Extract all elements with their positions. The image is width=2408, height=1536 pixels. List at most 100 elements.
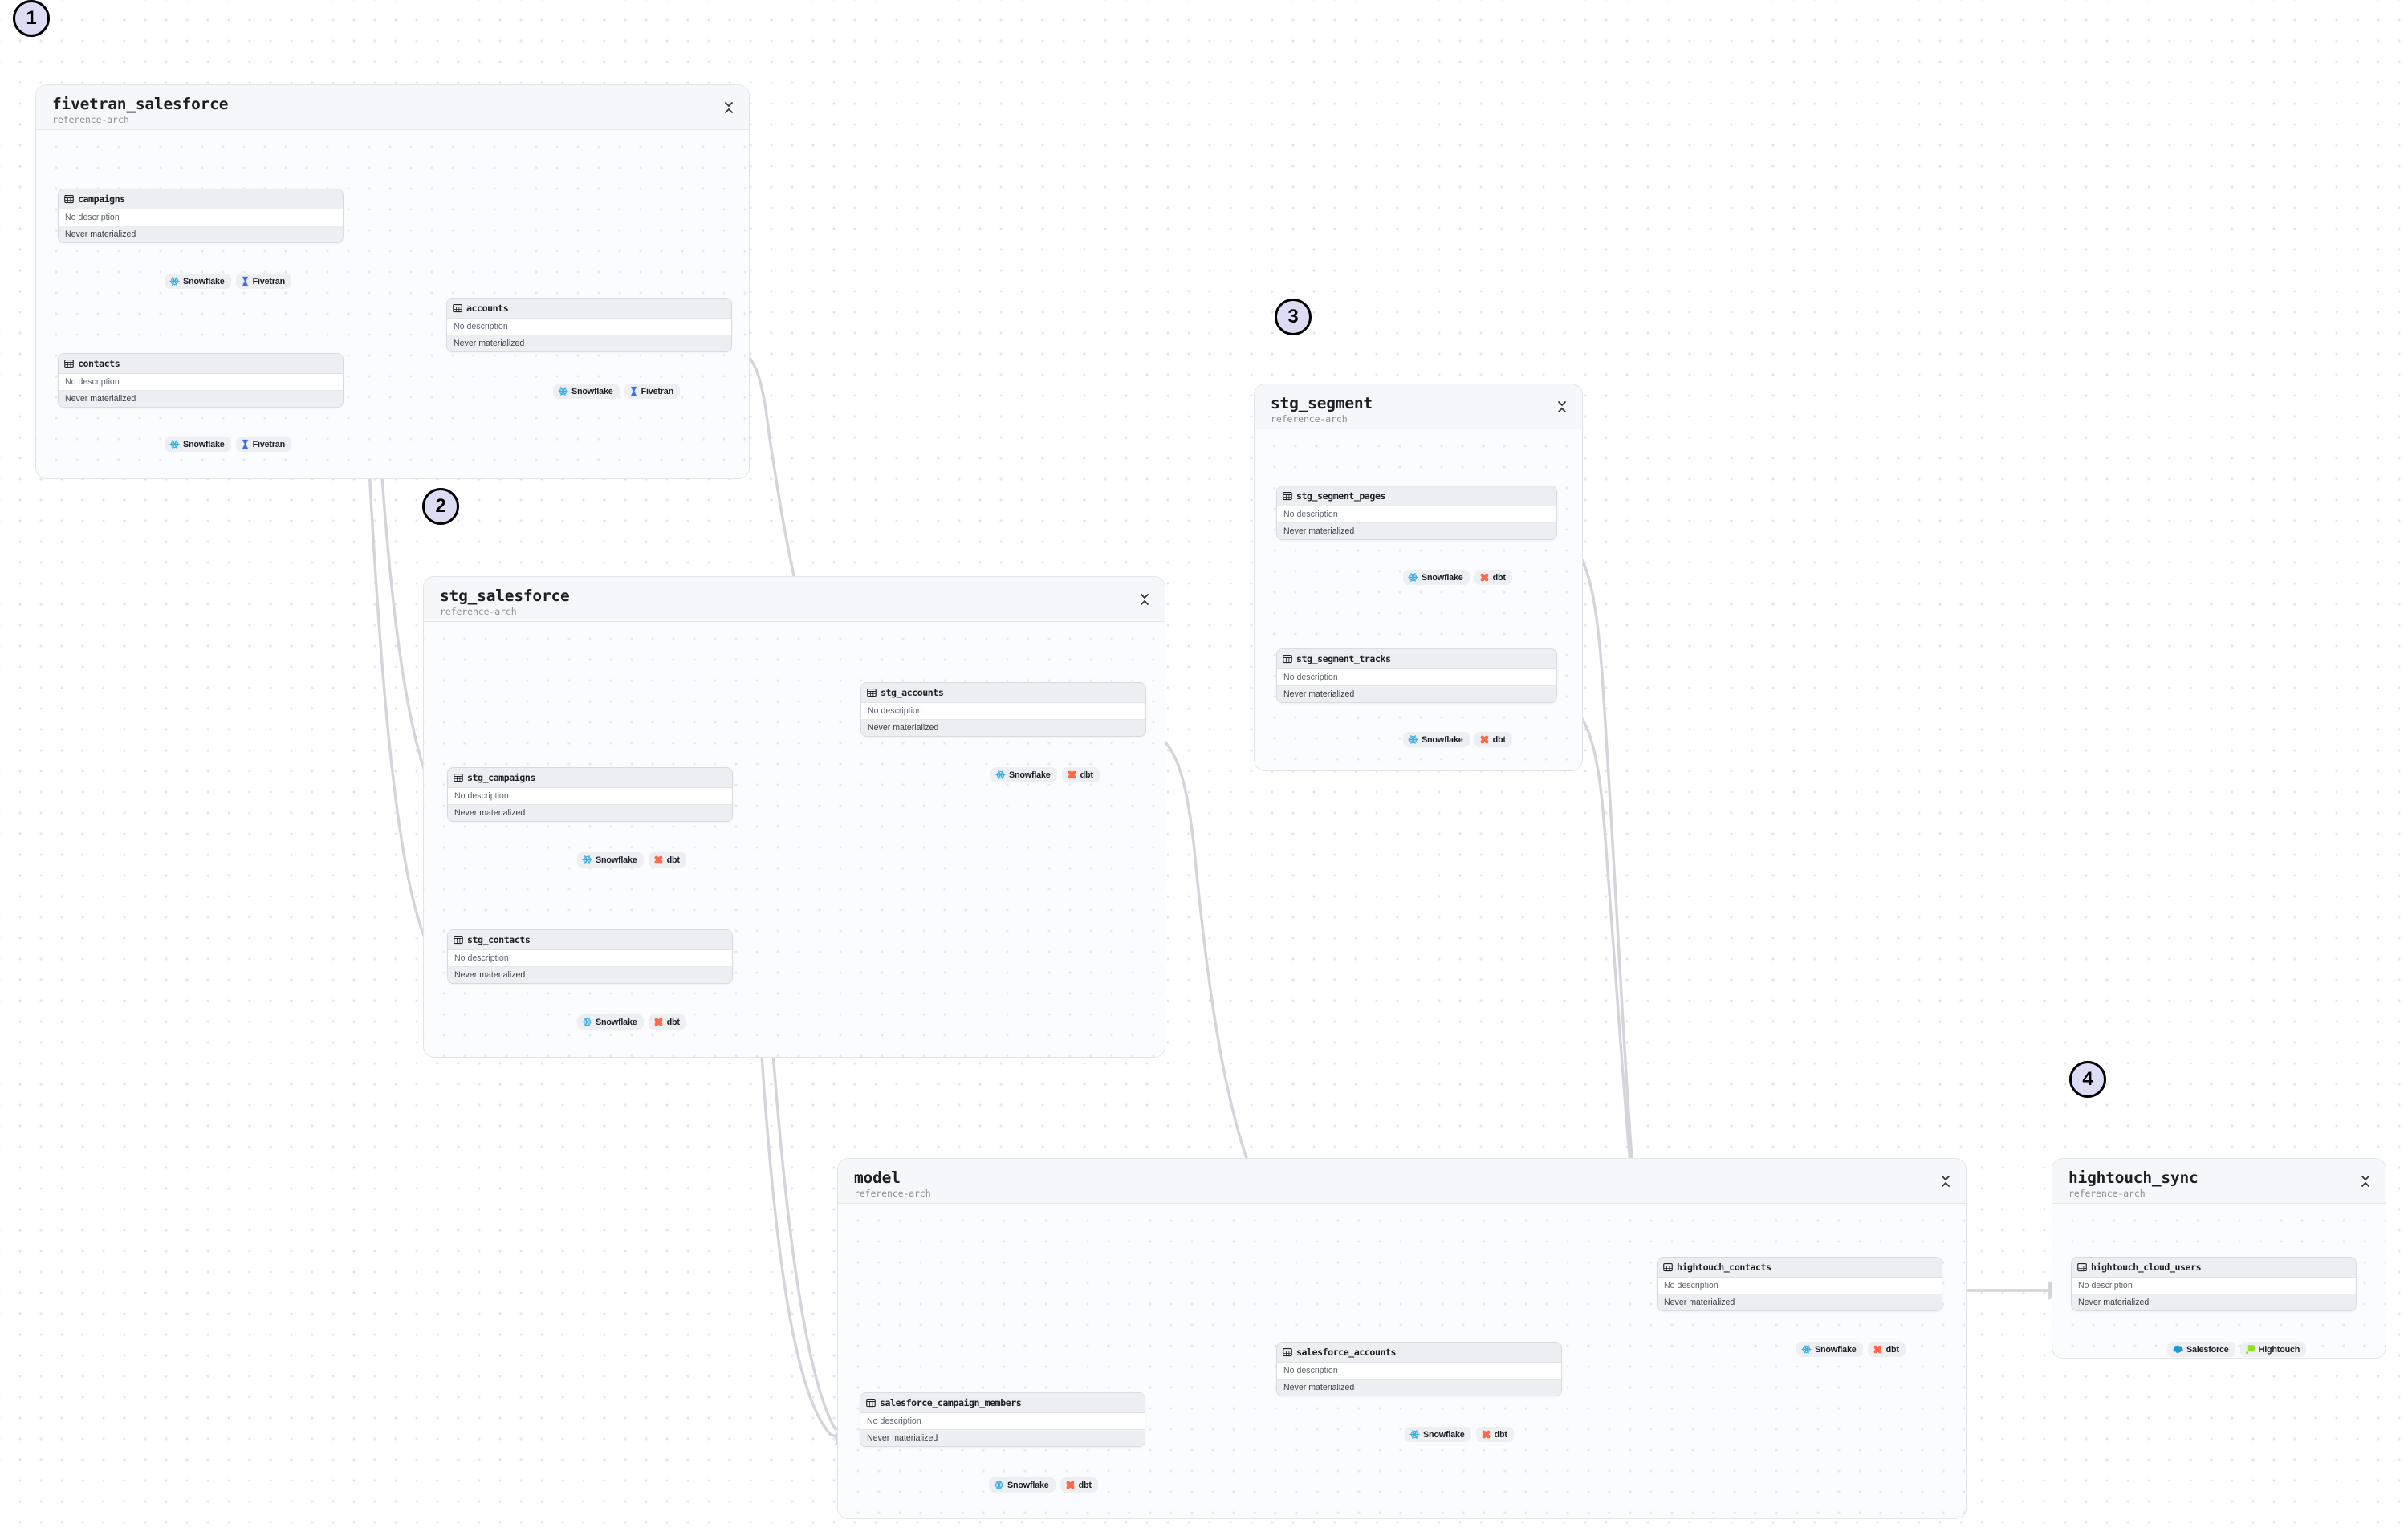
badge-label: Hightouch (2258, 1344, 2300, 1355)
table-icon (866, 1398, 876, 1408)
badge-dbt[interactable]: dbt (1475, 1427, 1514, 1442)
dbt-icon (1066, 1481, 1075, 1489)
dbt-icon (1482, 1430, 1491, 1439)
badge-hightouch[interactable]: Hightouch (2239, 1342, 2307, 1357)
badges-stg_campaigns: Snowflake dbt (577, 852, 686, 868)
badge-snowflake[interactable]: Snowflake (990, 767, 1057, 782)
badge-snowflake[interactable]: Snowflake (577, 1014, 644, 1030)
badge-salesforce[interactable]: Salesforce (2167, 1342, 2235, 1357)
badge-dbt[interactable]: dbt (648, 852, 686, 868)
group-subtitle: reference-arch (2068, 1188, 2146, 1200)
badge-label: dbt (1080, 770, 1093, 780)
badge-dbt[interactable]: dbt (1061, 767, 1100, 782)
node-title: salesforce_accounts (1296, 1347, 1397, 1358)
snowflake-icon (169, 440, 180, 449)
hightouch-icon (2245, 1345, 2255, 1355)
badge-label: dbt (666, 855, 680, 865)
collapse-icon[interactable] (722, 100, 736, 116)
badge-snowflake[interactable]: Snowflake (577, 852, 644, 868)
node-title: contacts (78, 358, 120, 369)
badge-fivetran[interactable]: Fivetran (235, 437, 292, 452)
badge-snowflake[interactable]: Snowflake (1405, 1427, 1471, 1442)
node-title: stg_campaigns (467, 772, 535, 783)
node-materialization: Never materialized (59, 226, 343, 242)
snowflake-icon (1408, 573, 1418, 582)
snowflake-icon (169, 277, 180, 286)
badge-snowflake[interactable]: Snowflake (989, 1477, 1056, 1493)
badges-hightouch_contacts: Snowflake dbt (1796, 1342, 1906, 1357)
badge-label: Snowflake (596, 1017, 637, 1027)
badge-label: dbt (1494, 1429, 1507, 1440)
snowflake-icon (1801, 1345, 1812, 1354)
badges-stg_accounts: Snowflake dbt (990, 767, 1100, 782)
badge-dbt[interactable]: dbt (1474, 732, 1512, 747)
badge-label: dbt (1885, 1344, 1899, 1355)
badges-salesforce_campaign_members: Snowflake dbt (989, 1477, 1098, 1493)
step-marker-1: 1 (13, 0, 50, 37)
badge-label: Snowflake (1422, 572, 1463, 583)
node-header: stg_segment_pages (1277, 486, 1556, 506)
group-title: model (854, 1168, 901, 1187)
badge-snowflake[interactable]: Snowflake (165, 274, 231, 289)
node-description: No description (447, 319, 731, 335)
badge-dbt[interactable]: dbt (1474, 570, 1512, 585)
fivetran-icon (630, 386, 637, 396)
node-header: stg_contacts (448, 930, 732, 950)
collapse-icon[interactable] (2358, 1173, 2373, 1189)
badge-fivetran[interactable]: Fivetran (624, 384, 681, 399)
badge-dbt[interactable]: dbt (1867, 1342, 1906, 1357)
badge-label: Fivetran (641, 386, 674, 396)
badge-snowflake[interactable]: Snowflake (1403, 732, 1470, 747)
snowflake-icon (994, 1481, 1004, 1489)
badge-label: dbt (1492, 572, 1506, 583)
node-materialization: Never materialized (861, 720, 1145, 736)
badge-snowflake[interactable]: Snowflake (1796, 1342, 1863, 1357)
badge-dbt[interactable]: dbt (648, 1014, 686, 1030)
table-icon (64, 194, 74, 204)
node-materialization: Never materialized (1277, 1380, 1561, 1396)
badge-snowflake[interactable]: Snowflake (1403, 570, 1470, 585)
badge-dbt[interactable]: dbt (1060, 1477, 1098, 1493)
badge-snowflake[interactable]: Snowflake (553, 384, 620, 399)
node-materialization: Never materialized (59, 391, 343, 407)
badge-label: Snowflake (183, 276, 225, 286)
dbt-icon (1068, 770, 1076, 779)
badge-snowflake[interactable]: Snowflake (165, 437, 231, 452)
badge-label: Snowflake (1815, 1344, 1857, 1355)
node-title: hightouch_cloud_users (2091, 1262, 2202, 1273)
badge-label: Snowflake (1007, 1480, 1049, 1490)
node-materialization: Never materialized (448, 967, 732, 983)
node-materialization: Never materialized (2072, 1294, 2356, 1310)
step-marker-2: 2 (422, 488, 459, 525)
node-description: No description (59, 374, 343, 391)
step-marker-3: 3 (1275, 299, 1312, 335)
badges-hightouch_cloud_users: Salesforce Hightouch (2167, 1342, 2307, 1357)
collapse-icon[interactable] (1938, 1173, 1953, 1189)
node-header: accounts (447, 299, 731, 319)
snowflake-icon (558, 387, 568, 396)
collapse-icon[interactable] (1137, 591, 1152, 607)
group-title: stg_salesforce (440, 586, 570, 605)
group-subtitle: reference-arch (440, 606, 517, 618)
badge-fivetran[interactable]: Fivetran (235, 274, 292, 289)
collapse-icon[interactable] (1555, 399, 1569, 415)
table-icon (1663, 1262, 1673, 1272)
